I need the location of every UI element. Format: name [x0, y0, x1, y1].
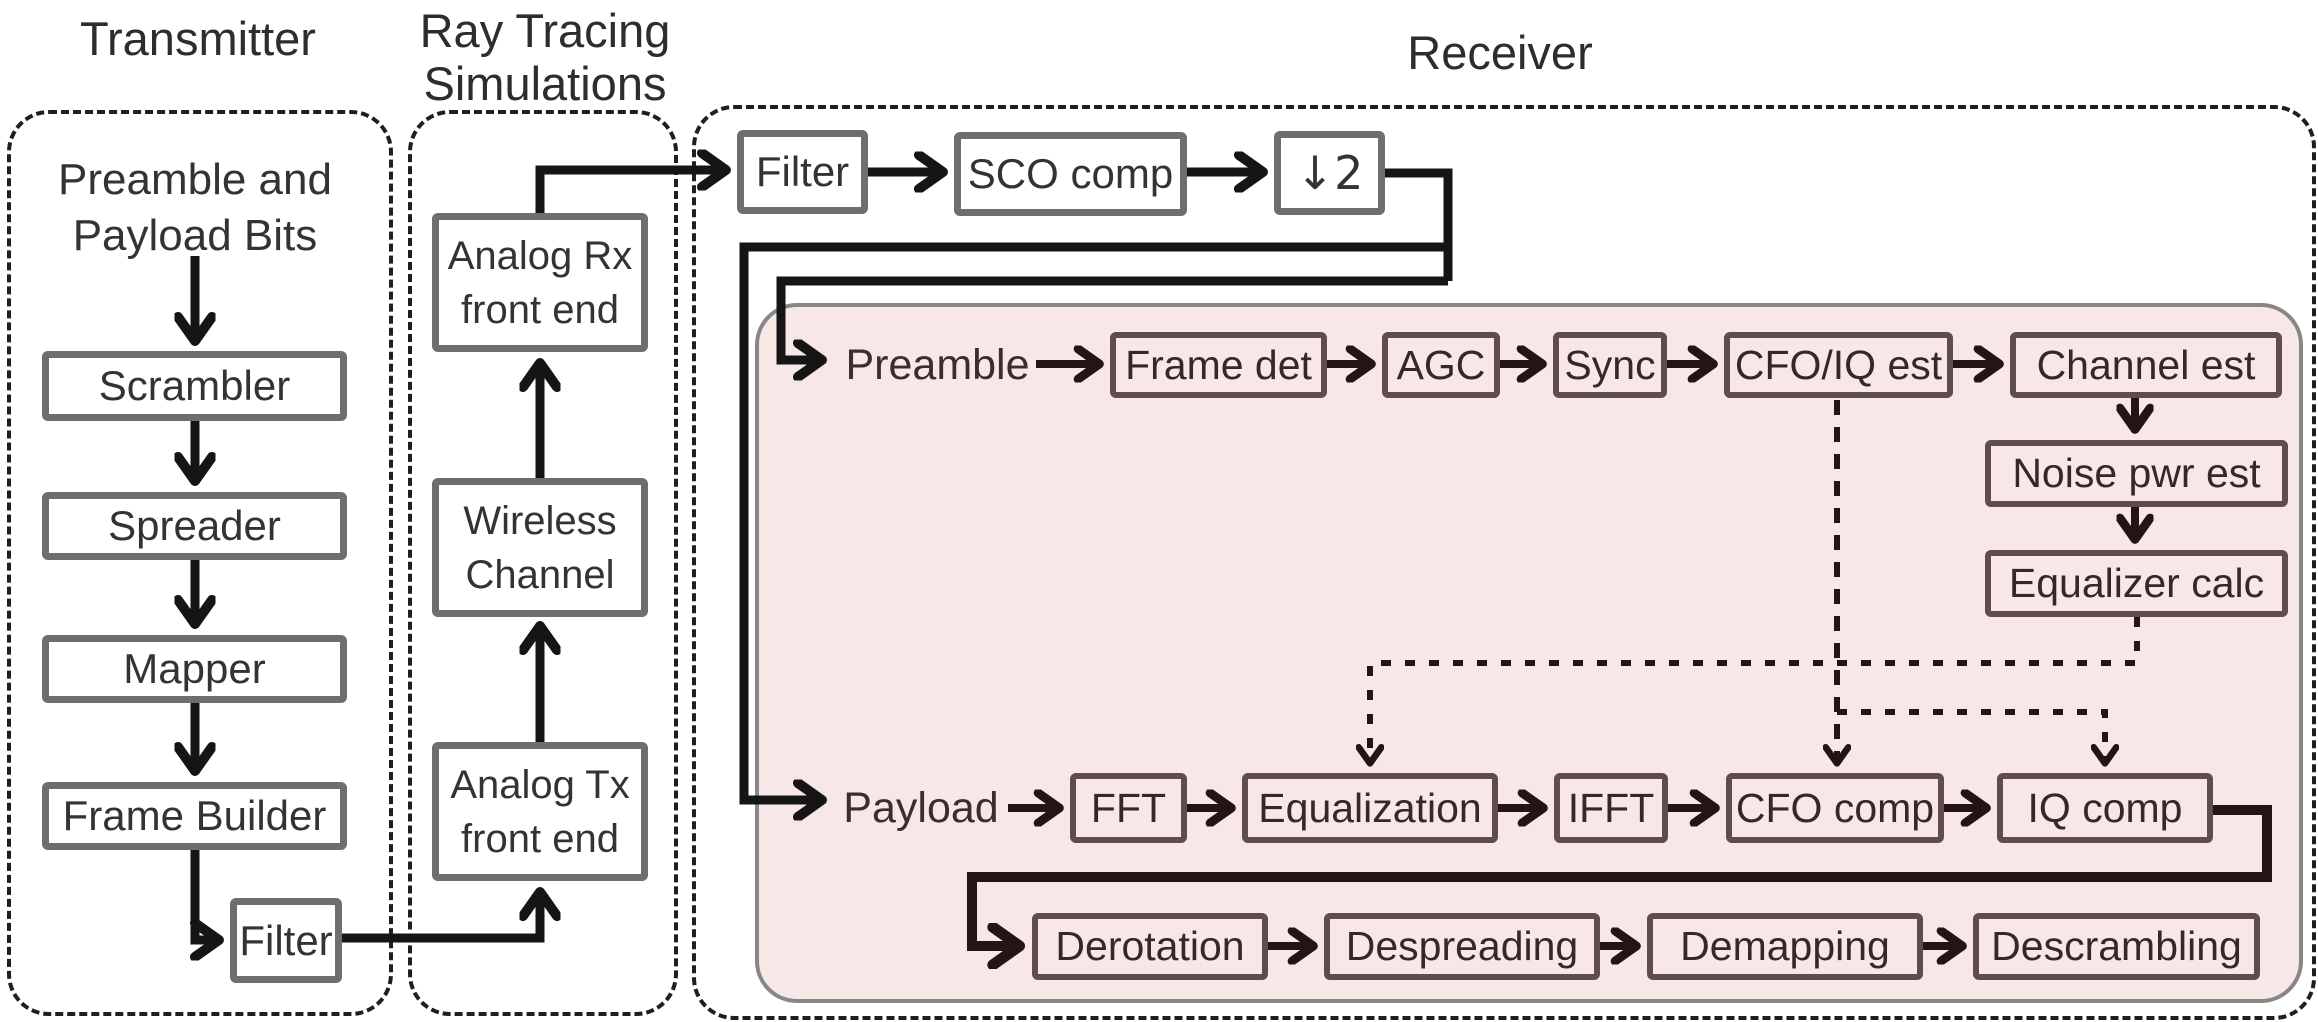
- block-cfo-iq-est: CFO/IQ est: [1724, 332, 1953, 398]
- receiver-section-box: [692, 105, 2316, 1020]
- baseband-processing-panel: [755, 303, 2303, 1003]
- line-to-preamble-branch: [776, 276, 1448, 360]
- source-bits-line1: Preamble and: [58, 155, 332, 204]
- block-scrambler: Scrambler: [42, 351, 347, 421]
- block-equalizer-calc: Equalizer calc: [1985, 550, 2288, 617]
- arrow-framebuilder-to-filter: [195, 850, 214, 940]
- transmitter-section-box: [7, 110, 393, 1016]
- block-downsample-by-2: ↓2: [1274, 131, 1385, 215]
- block-fft: FFT: [1070, 773, 1187, 843]
- wireless-channel-line2: Channel: [465, 552, 615, 597]
- block-analog-tx-front-end: Analog Tx front end: [432, 742, 648, 881]
- block-tx-filter: Filter: [230, 898, 342, 983]
- block-frame-builder: Frame Builder: [42, 782, 347, 850]
- ray-tracing-section-box: [408, 110, 678, 1016]
- block-spreader: Spreader: [42, 492, 347, 560]
- block-sync: Sync: [1553, 332, 1667, 398]
- arrow-filter-to-analogtx: [342, 897, 540, 943]
- block-noise-pwr-est: Noise pwr est: [1985, 440, 2288, 507]
- block-despreading: Despreading: [1324, 913, 1600, 980]
- receiver-title: Receiver: [1407, 26, 1593, 79]
- line-iqcomp-to-derotation: [967, 805, 2272, 946]
- block-rx-filter: Filter: [737, 130, 868, 214]
- block-mapper: Mapper: [42, 635, 347, 703]
- block-analog-rx-front-end: Analog Rx front end: [432, 213, 648, 352]
- block-wireless-channel: Wireless Channel: [432, 478, 648, 617]
- block-ifft: IFFT: [1554, 773, 1668, 843]
- transmitter-title: Transmitter: [80, 12, 316, 65]
- ray-tracing-title-line2: Simulations: [423, 57, 667, 110]
- wireless-channel-line1: Wireless: [463, 498, 617, 543]
- analog-rx-line2: front end: [461, 287, 619, 332]
- analog-rx-line1: Analog Rx: [447, 233, 633, 278]
- block-frame-det: Frame det: [1110, 332, 1327, 398]
- block-agc: AGC: [1382, 332, 1500, 398]
- block-derotation: Derotation: [1032, 913, 1268, 980]
- payload-flow-label: Payload: [843, 783, 999, 832]
- analog-tx-line1: Analog Tx: [450, 762, 630, 807]
- source-bits-label: Preamble and Payload Bits: [40, 152, 350, 264]
- line-to-payload-branch: [739, 242, 1448, 800]
- ray-tracing-title-line1: Ray Tracing: [419, 4, 671, 57]
- preamble-flow-label: Preamble: [845, 340, 1030, 389]
- block-channel-est: Channel est: [2010, 332, 2282, 398]
- block-sco-comp: SCO comp: [954, 132, 1187, 216]
- dashed-equalizercalc-to-equalization: [1370, 617, 2140, 760]
- arrow-analogrx-to-rxfilter: [535, 170, 721, 213]
- block-cfo-comp: CFO comp: [1726, 773, 1944, 843]
- block-iq-comp: IQ comp: [1997, 773, 2213, 843]
- dashed-cfoiqest-to-iqcomp: [1837, 709, 2105, 760]
- line-downsample-output: [1385, 168, 1453, 281]
- block-descrambling: Descrambling: [1973, 913, 2260, 980]
- analog-tx-line2: front end: [461, 816, 619, 861]
- block-equalization: Equalization: [1242, 773, 1498, 843]
- source-bits-line2: Payload Bits: [72, 211, 318, 260]
- block-demapping: Demapping: [1647, 913, 1923, 980]
- ray-tracing-title: Ray Tracing Simulations: [395, 4, 695, 110]
